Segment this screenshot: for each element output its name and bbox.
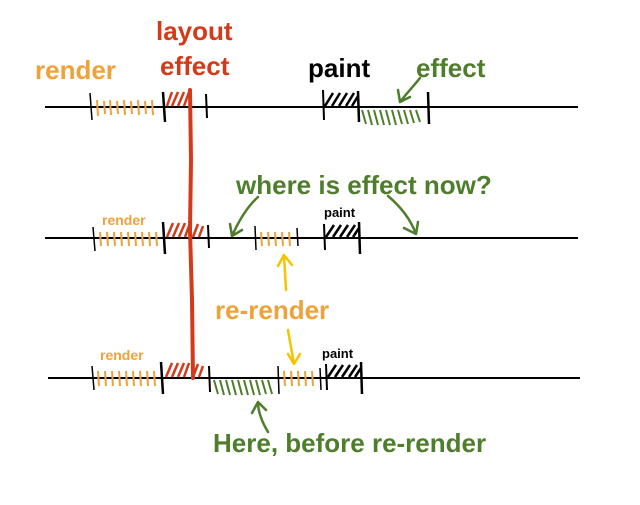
- rerender-label: re-render: [215, 295, 330, 325]
- middle-layout-effect-block: [165, 222, 210, 249]
- bottom-layout-effect-block: [164, 362, 211, 393]
- question-arrow-left: [228, 195, 260, 238]
- top-effect-block: [361, 91, 431, 126]
- bottom-render-block: [91, 361, 165, 395]
- top-effect-label: effect: [416, 53, 486, 83]
- top-effect-arrow: [396, 76, 422, 104]
- layout-effect-label-line1: layout: [156, 16, 233, 46]
- middle-render-label: render: [102, 212, 146, 228]
- rerender-arrow-up: [276, 253, 294, 292]
- timelines: [45, 106, 580, 379]
- middle-paint-label: paint: [324, 205, 356, 220]
- top-render-block: [89, 91, 167, 123]
- bottom-render-label: render: [100, 347, 144, 363]
- bottom-rerender-block: [283, 367, 322, 391]
- question-arrow-right: [386, 194, 420, 236]
- top-render-hatch: [96, 99, 154, 117]
- top-render-label: render: [35, 55, 116, 85]
- question-label: where is effect now?: [236, 170, 492, 200]
- answer-label: Here, before re-render: [213, 428, 487, 458]
- top-layout-effect-block: [165, 91, 208, 119]
- middle-rerender-block: [254, 225, 299, 251]
- bottom-effect-block: [213, 365, 280, 396]
- middle-paint-block: [323, 221, 362, 255]
- middle-render-block: [92, 221, 167, 255]
- rerender-arrow-down: [286, 328, 302, 366]
- layout-effect-connector: [187, 88, 195, 380]
- top-paint-label: paint: [308, 53, 371, 83]
- bottom-paint-block: [325, 361, 364, 395]
- layout-effect-label-line2: effect: [160, 51, 230, 81]
- top-paint-block: [322, 89, 361, 123]
- answer-arrow: [250, 400, 270, 434]
- bottom-paint-label: paint: [322, 346, 354, 361]
